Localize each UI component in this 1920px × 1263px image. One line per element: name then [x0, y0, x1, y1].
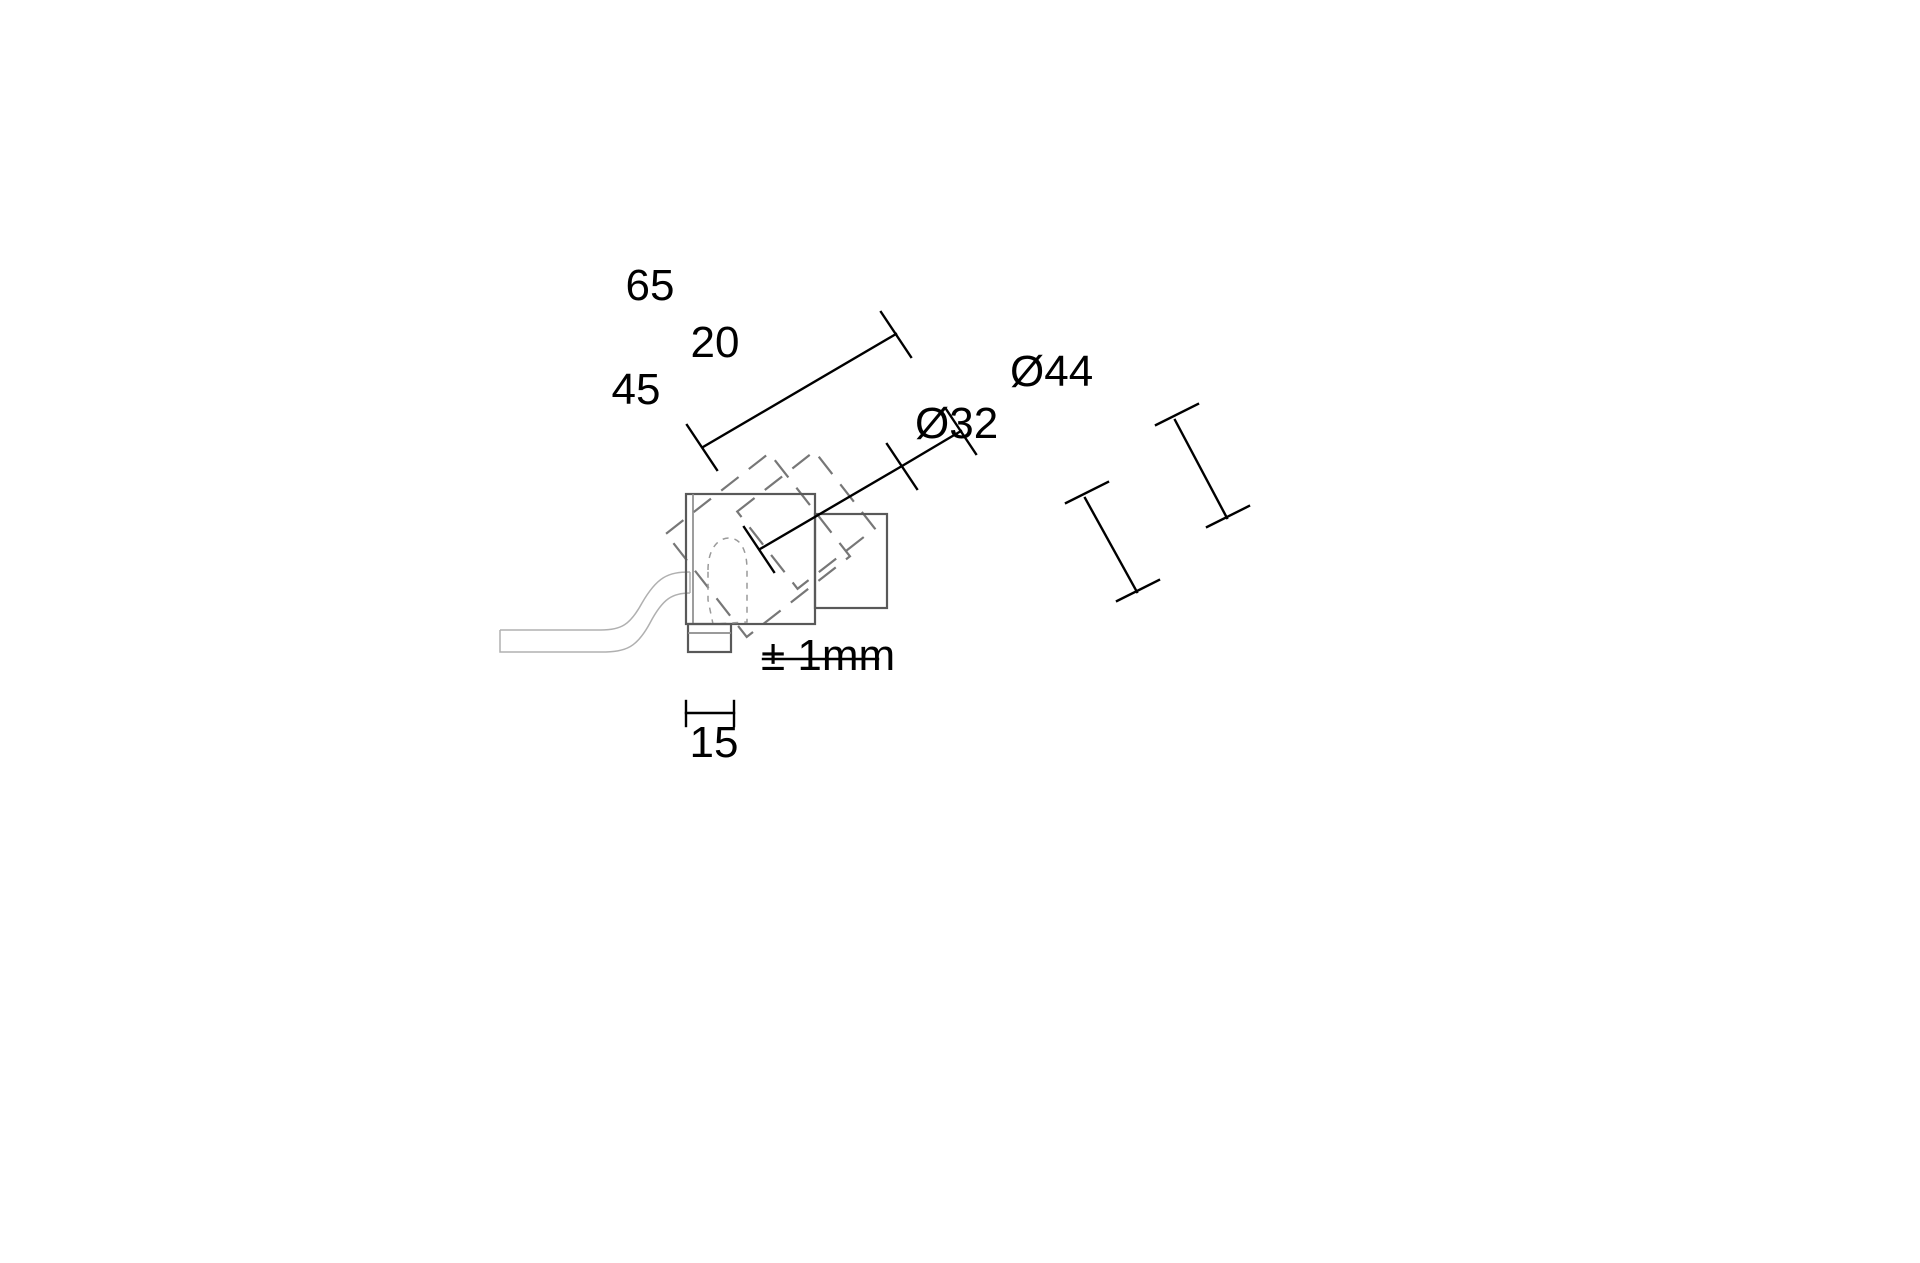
- dimension-15: 15: [684, 699, 739, 767]
- dimension-20: 20: [691, 318, 978, 491]
- dimension-d32-label: Ø32: [915, 399, 998, 448]
- dimension-15-label: 15: [690, 718, 739, 767]
- dimension-20-tick-end: [944, 407, 978, 456]
- dimension-65-line: [701, 332, 898, 449]
- dimension-d44-label: Ø44: [1010, 347, 1093, 396]
- dimension-d44-tick-end: [1205, 504, 1251, 529]
- handle-lower-profile: [499, 592, 691, 653]
- tolerance-note: ± 1mm: [761, 631, 895, 680]
- dimension-d44-tick-start: [1154, 402, 1200, 427]
- rotated-outline-a: [664, 451, 852, 639]
- tolerance-note-label: ± 1mm: [761, 631, 895, 680]
- dimension-d32-tick-start: [1064, 480, 1110, 505]
- dimension-diameter-32: Ø32: [915, 399, 1161, 603]
- valve-body-square: [684, 492, 817, 626]
- dimension-45-tick-start: [742, 525, 776, 574]
- outlet-side-block: [813, 512, 889, 610]
- dimension-45-line: [758, 464, 904, 551]
- dimension-65: 65: [626, 261, 913, 472]
- rotated-square-a: [664, 451, 852, 639]
- dimension-d32-line: [1083, 496, 1139, 594]
- dimension-20-tick-mid: [885, 442, 919, 491]
- rotated-outline-b: [735, 449, 877, 591]
- bottom-collar-rect: [686, 622, 733, 654]
- product-geometry-group: [499, 449, 889, 654]
- dimension-diameter-44: Ø44: [1010, 347, 1251, 529]
- bottom-collar: [686, 622, 733, 654]
- handle-lever-curve: [499, 571, 691, 653]
- dimension-d44-line: [1173, 418, 1229, 520]
- dimension-65-label: 65: [626, 261, 675, 310]
- dimension-65-tick-end: [879, 310, 913, 359]
- valve-body-rect: [684, 492, 817, 626]
- dimension-d32-tick-end: [1115, 578, 1161, 603]
- dimension-20-line: [900, 429, 963, 468]
- dimension-45: 45: [612, 365, 904, 574]
- rotated-square-b: [735, 449, 877, 591]
- handle-upper-profile: [500, 571, 691, 631]
- dimension-65-tick-start: [685, 423, 719, 472]
- side-block-rect: [813, 512, 889, 610]
- dimension-20-label: 20: [691, 318, 740, 367]
- dimension-45-label: 45: [612, 365, 661, 414]
